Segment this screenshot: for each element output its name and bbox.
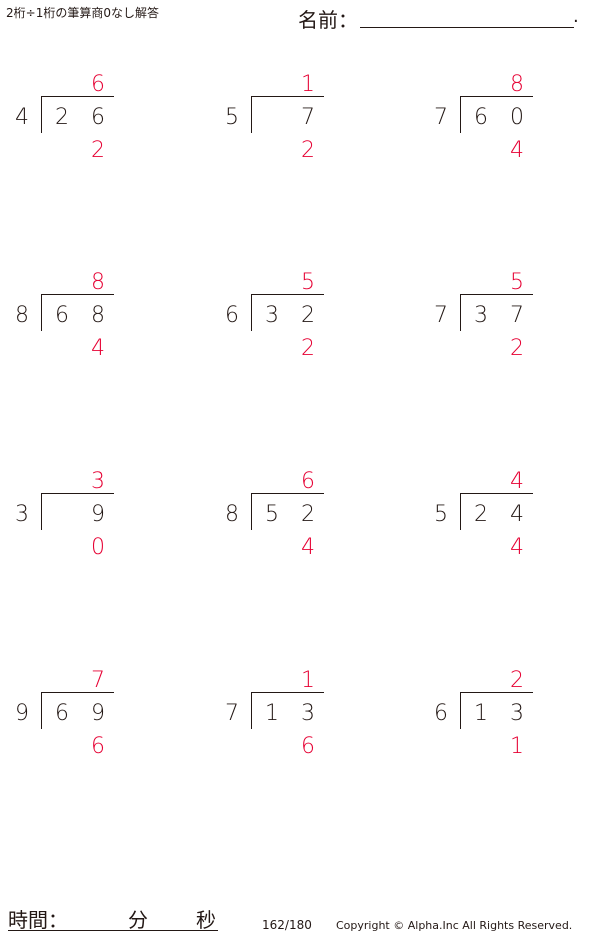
quotient: 3 [91, 469, 105, 494]
dividend-tens: 2 [474, 502, 488, 527]
name-end-mark: . [573, 6, 579, 27]
remainder: 2 [301, 138, 315, 163]
division-bracket [251, 692, 324, 729]
dividend-ones: 9 [91, 701, 105, 726]
divisor: 6 [225, 303, 239, 328]
division-bracket [460, 692, 533, 729]
dividend-tens: 6 [55, 701, 69, 726]
dividend-tens: 3 [265, 303, 279, 328]
dividend-tens: 6 [474, 105, 488, 130]
remainder: 2 [510, 336, 524, 361]
name-field[interactable] [360, 27, 574, 28]
remainder: 4 [510, 138, 524, 163]
time-field[interactable]: 時間： 分 秒 [8, 904, 218, 932]
quotient: 4 [510, 469, 524, 494]
division-bracket [251, 493, 324, 530]
quotient: 1 [301, 72, 315, 97]
quotient: 8 [91, 270, 105, 295]
name-label: 名前： [298, 8, 358, 32]
remainder: 6 [301, 734, 315, 759]
dividend-ones: 2 [301, 502, 315, 527]
dividend-tens: 1 [474, 701, 488, 726]
quotient: 2 [510, 668, 524, 693]
division-bracket [41, 692, 114, 729]
dividend-ones: 7 [510, 303, 524, 328]
dividend-ones: 9 [91, 502, 105, 527]
divisor: 9 [15, 701, 29, 726]
division-bracket [41, 493, 114, 530]
page-number: 162/180 [262, 918, 312, 932]
division-problem: 3 3 9 0 [14, 469, 134, 569]
remainder: 4 [301, 535, 315, 560]
division-bracket [251, 96, 324, 133]
remainder: 2 [301, 336, 315, 361]
division-bracket [251, 294, 324, 331]
dividend-tens: 3 [474, 303, 488, 328]
time-label: 時間： [8, 908, 68, 932]
remainder: 0 [91, 535, 105, 560]
remainder: 6 [91, 734, 105, 759]
remainder: 2 [91, 138, 105, 163]
division-bracket [460, 493, 533, 530]
divisor: 5 [225, 105, 239, 130]
division-bracket [41, 294, 114, 331]
division-bracket [41, 96, 114, 133]
dividend-ones: 3 [510, 701, 524, 726]
dividend-ones: 6 [91, 105, 105, 130]
divisor: 3 [15, 502, 29, 527]
dividend-tens: 2 [55, 105, 69, 130]
division-bracket [460, 96, 533, 133]
divisor: 7 [225, 701, 239, 726]
dividend-ones: 4 [510, 502, 524, 527]
quotient: 5 [510, 270, 524, 295]
worksheet-title: 2桁÷1桁の筆算商0なし解答 [6, 6, 159, 20]
divisor: 7 [434, 105, 448, 130]
divisor: 7 [434, 303, 448, 328]
dividend-ones: 7 [301, 105, 315, 130]
dividend-ones: 8 [91, 303, 105, 328]
division-bracket [460, 294, 533, 331]
quotient: 6 [91, 72, 105, 97]
dividend-ones: 0 [510, 105, 524, 130]
divisor: 5 [434, 502, 448, 527]
quotient: 1 [301, 668, 315, 693]
divisor: 8 [225, 502, 239, 527]
divisor: 6 [434, 701, 448, 726]
dividend-ones: 2 [301, 303, 315, 328]
seconds-label: 秒 [196, 908, 216, 932]
dividend-tens: 5 [265, 502, 279, 527]
remainder: 4 [91, 336, 105, 361]
quotient: 7 [91, 668, 105, 693]
minutes-label: 分 [128, 908, 148, 932]
quotient: 6 [301, 469, 315, 494]
divisor: 8 [15, 303, 29, 328]
quotient: 8 [510, 72, 524, 97]
dividend-ones: 3 [301, 701, 315, 726]
divisor: 4 [15, 105, 29, 130]
dividend-tens: 1 [265, 701, 279, 726]
quotient: 5 [301, 270, 315, 295]
remainder: 4 [510, 535, 524, 560]
dividend-tens: 6 [55, 303, 69, 328]
copyright: Copyright © Alpha.Inc All Rights Reserve… [336, 919, 573, 932]
remainder: 1 [510, 734, 524, 759]
